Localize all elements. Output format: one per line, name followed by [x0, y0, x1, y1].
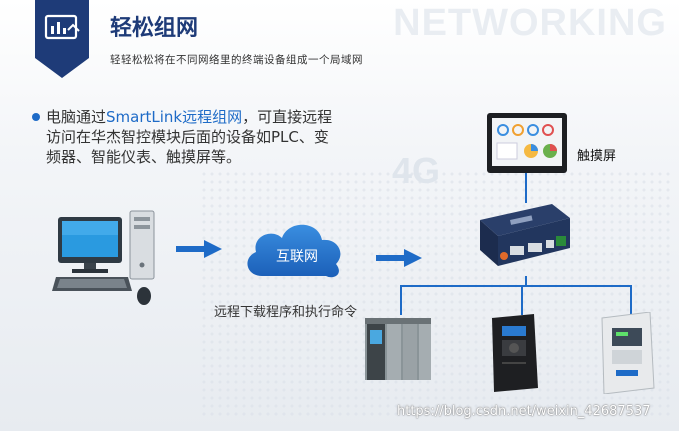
- touchscreen-label: 触摸屏: [577, 149, 617, 164]
- page-subtitle: 轻轻松松将在不同网络里的终端设备组成一个局域网: [110, 54, 363, 66]
- router-device-icon: [480, 204, 570, 266]
- page-title: 轻松组网: [110, 16, 199, 41]
- arrow-right-icon: [376, 249, 422, 267]
- arrow-right-icon: [176, 240, 222, 258]
- description-prefix: 电脑通过: [46, 108, 107, 126]
- smart-meter-icon: [601, 312, 655, 394]
- command-label: 远程下载程序和执行命令: [214, 305, 358, 320]
- watermark-text: https://blog.csdn.net/weixin_42687537: [397, 404, 651, 419]
- connector-line: [525, 173, 527, 203]
- bullet-dot: [32, 113, 40, 121]
- smartlink-highlight: SmartLink远程组网: [106, 108, 243, 126]
- description-suffix: ，可直接远程访问在华杰智控模块后面的设备如PLC、变频器、智能仪表、触摸屏等。: [46, 108, 333, 166]
- background-4g-text: 4G: [392, 150, 441, 191]
- computer-icon: [52, 210, 155, 305]
- inverter-device-icon: [492, 314, 538, 392]
- world-map-background: [200, 170, 670, 420]
- description-text: 电脑通过SmartLink远程组网，可直接远程访问在华杰智控模块后面的设备如PL…: [46, 107, 336, 167]
- connection-tree-lines: [400, 276, 632, 315]
- background-word: NETWORKING: [393, 2, 667, 44]
- plc-device-icon: [365, 318, 431, 380]
- cloud-icon: [247, 224, 341, 278]
- cloud-label: 互联网: [276, 249, 318, 265]
- touchscreen-icon: [487, 113, 567, 173]
- network-badge-icon: [35, 0, 89, 78]
